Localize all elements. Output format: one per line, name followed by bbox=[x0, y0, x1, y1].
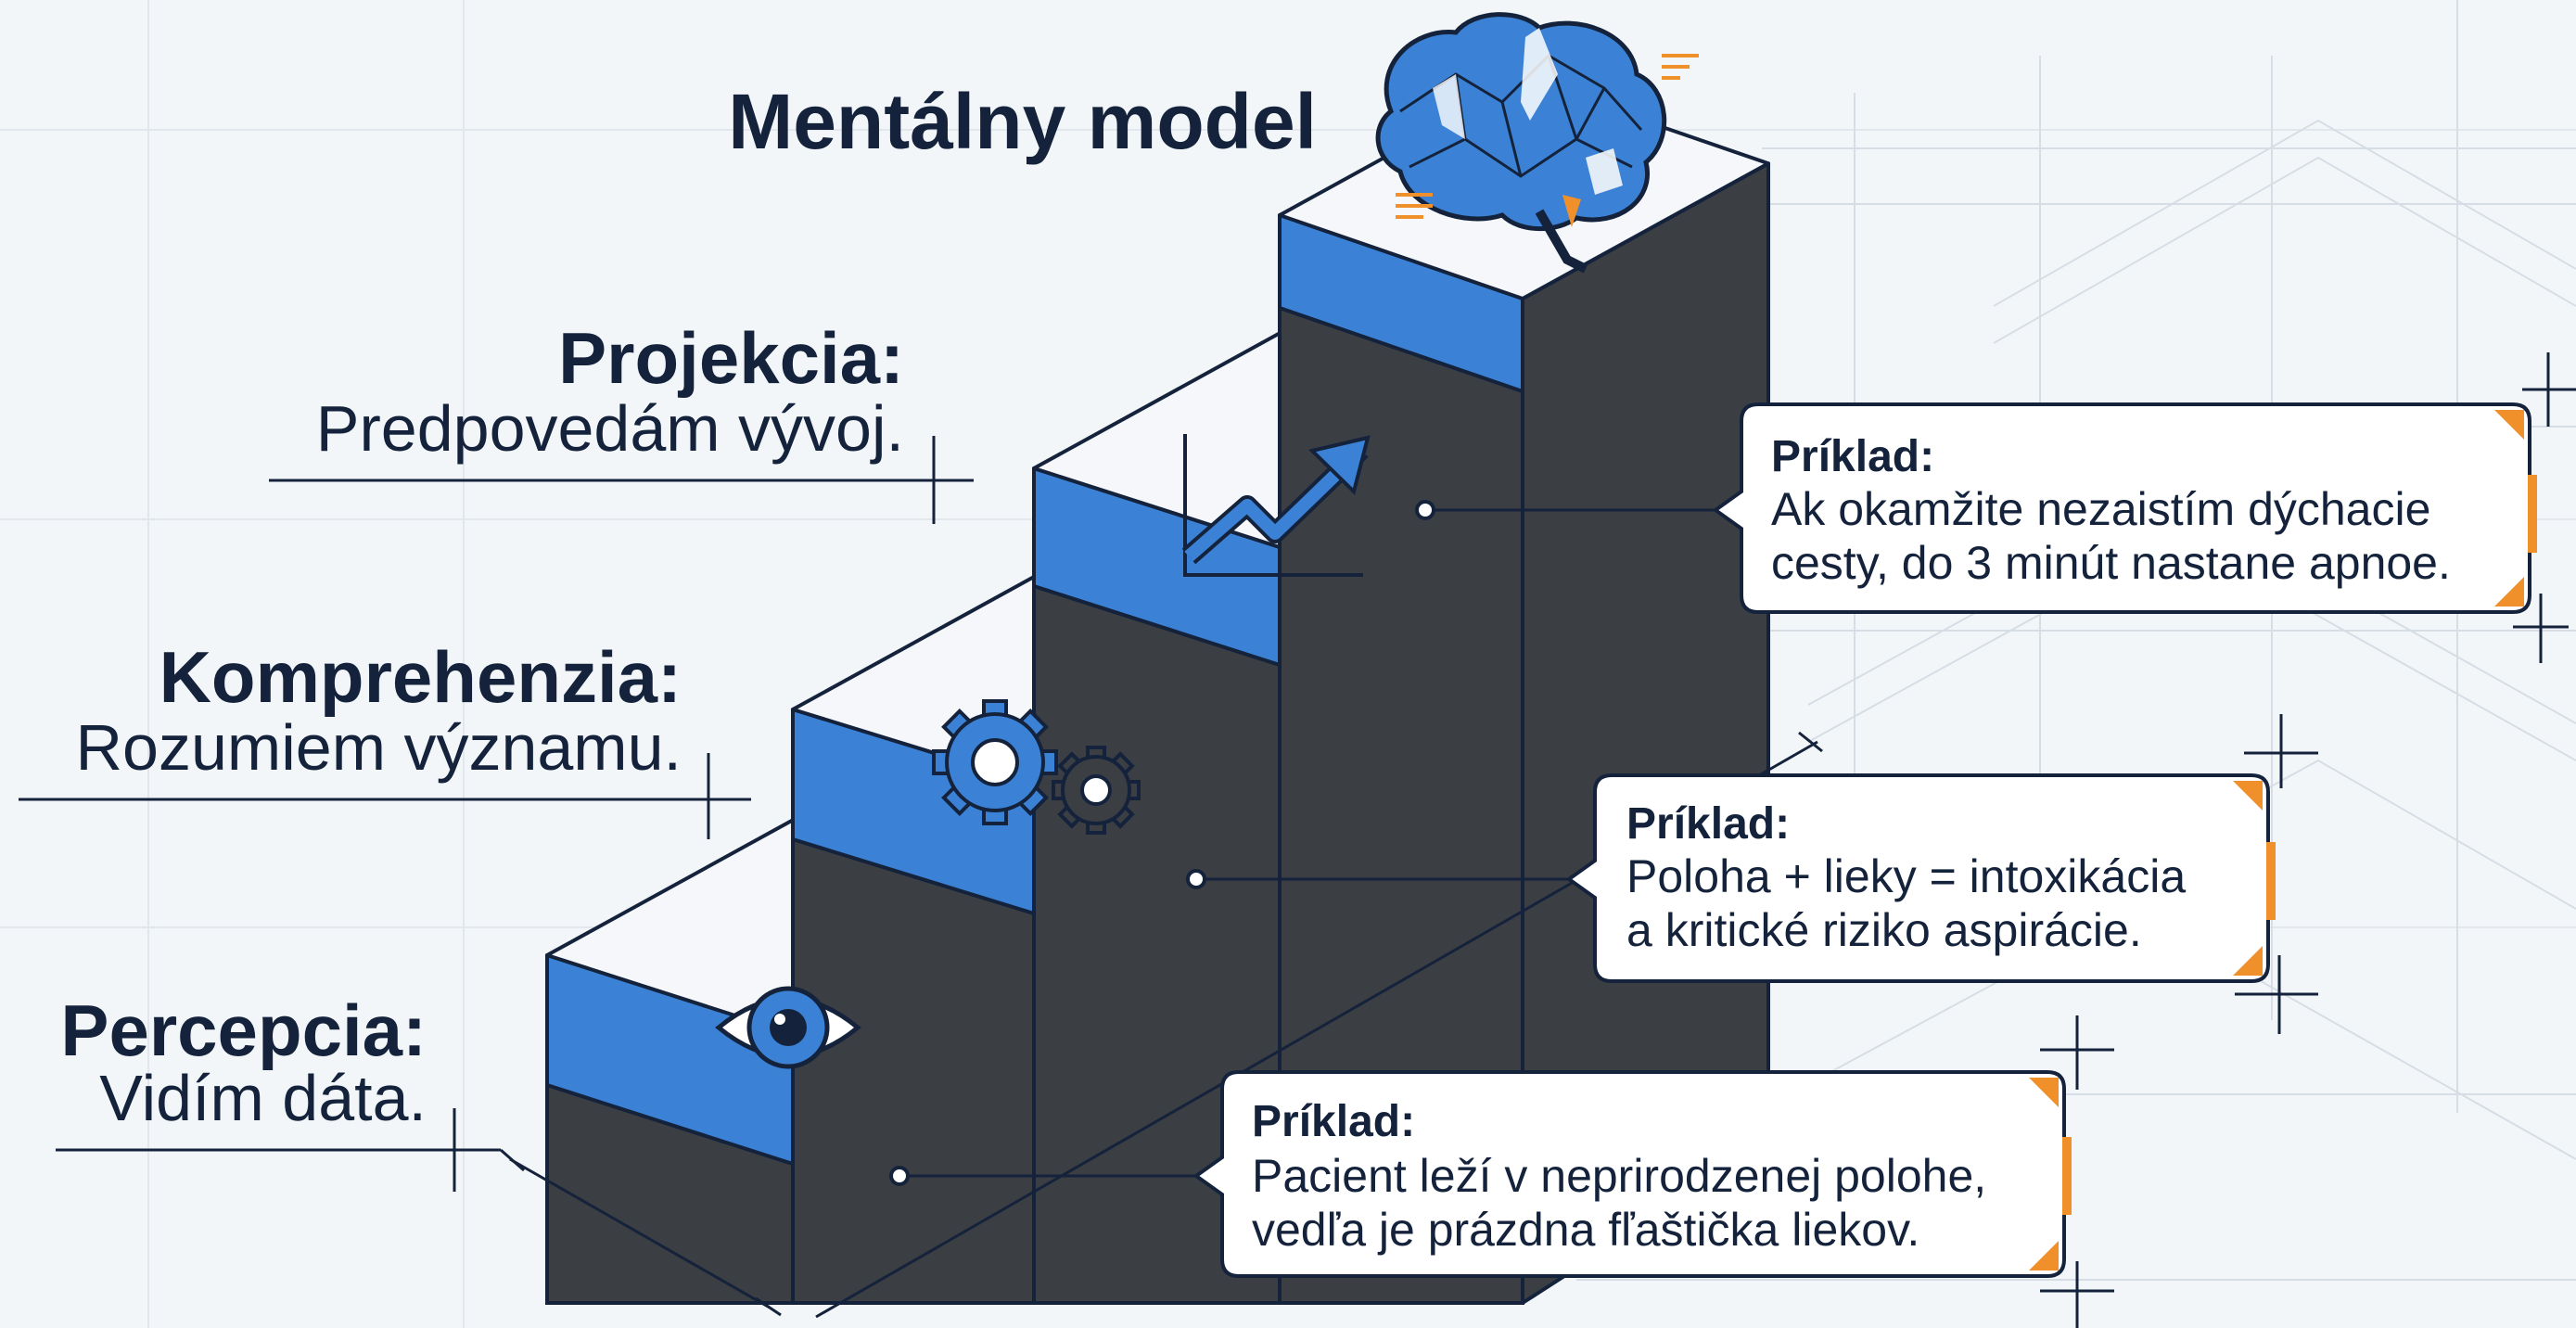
connector-lines bbox=[899, 508, 1734, 1178]
level-label-comprehension: Komprehenzia: Rozumiem významu. bbox=[75, 636, 682, 784]
level-label-perception: Percepcia: Vidím dáta. bbox=[60, 990, 427, 1134]
callout-line: cesty, do 3 minút nastane apnoe. bbox=[1771, 537, 2451, 589]
callout-line: a kritické riziko aspirácie. bbox=[1626, 904, 2142, 956]
callout-line: Ak okamžite nezaistím dýchacie bbox=[1771, 483, 2430, 535]
gears-icon bbox=[932, 699, 1141, 835]
callout-projection: Príklad: Ak okamžite nezaistím dýchacie … bbox=[1712, 402, 2537, 614]
crosshair-marks bbox=[2040, 352, 2576, 1328]
level-title: Percepcia: bbox=[60, 990, 427, 1071]
callout-heading: Príklad: bbox=[1626, 799, 1790, 849]
callout-line: Pacient leží v neprirodzenej polohe, bbox=[1252, 1150, 1986, 1202]
callout-line: vedľa je prázdna fľaštička liekov. bbox=[1252, 1204, 1919, 1256]
level-title: Komprehenzia: bbox=[159, 636, 682, 718]
level-label-projection: Projekcia: Predpovedám vývoj. bbox=[316, 317, 904, 465]
callout-heading: Príklad: bbox=[1771, 432, 1934, 481]
eye-icon bbox=[715, 986, 861, 1069]
brain-icon bbox=[1375, 12, 1699, 274]
label-underlines bbox=[19, 436, 974, 1192]
level-subtitle: Vidím dáta. bbox=[99, 1062, 427, 1134]
level-title: Projekcia: bbox=[558, 317, 904, 399]
callout-heading: Príklad: bbox=[1252, 1097, 1415, 1146]
trend-chart-icon bbox=[1181, 434, 1371, 577]
level-subtitle: Predpovedám vývoj. bbox=[316, 392, 904, 465]
step-lower-face bbox=[791, 836, 1036, 1305]
callout-comprehension: Príklad: Poloha + lieky = intoxikácia a … bbox=[1565, 773, 2276, 983]
callout-line: Poloha + lieky = intoxikácia bbox=[1626, 850, 2186, 902]
level-subtitle: Rozumiem významu. bbox=[75, 711, 682, 784]
connector-dots bbox=[889, 500, 1435, 1186]
callout-perception: Príklad: Pacient leží v neprirodzenej po… bbox=[1192, 1070, 2072, 1278]
top-title: Mentálny model bbox=[728, 78, 1317, 165]
